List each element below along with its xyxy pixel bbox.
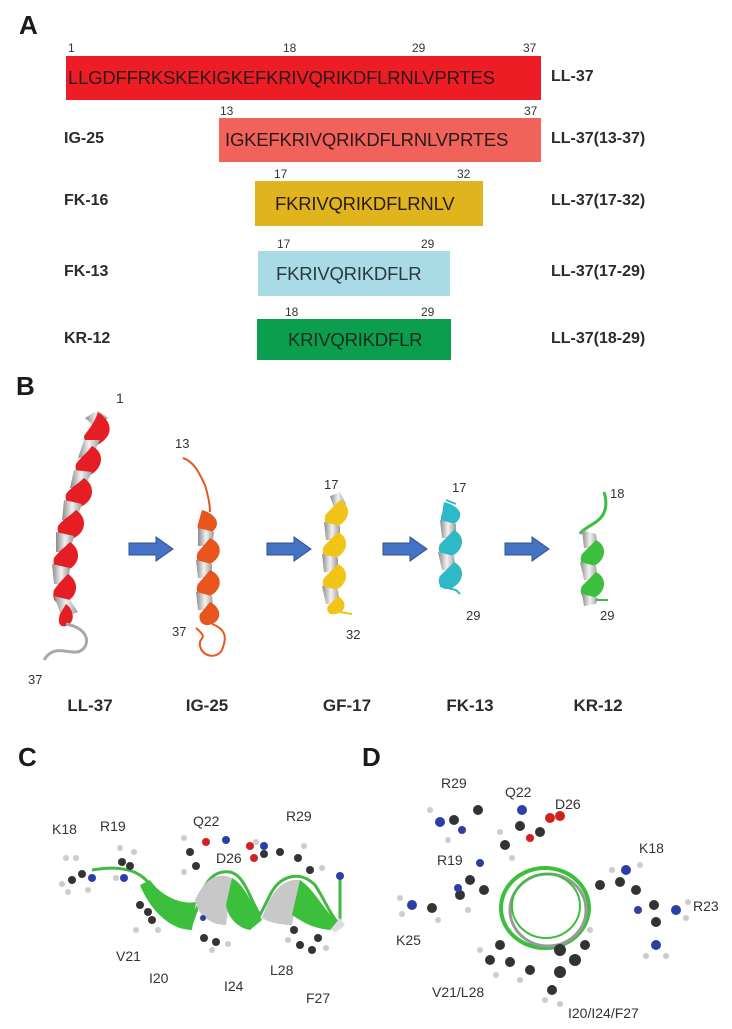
ig25-sequence-bar: IGKEFKRIVQRIKDFLRNLVPRTES <box>219 118 541 162</box>
residue-label: Q22 <box>193 813 220 829</box>
position-mark: 18 <box>283 41 297 55</box>
arrow-right-icon <box>266 536 312 562</box>
residue-label: K18 <box>52 821 77 837</box>
position-mark: 32 <box>457 167 471 181</box>
residue-label: V21 <box>116 948 141 964</box>
position-mark: 29 <box>412 41 426 55</box>
start-residue-label: 1 <box>116 390 124 406</box>
structure-name: GF-17 <box>322 696 372 715</box>
position-mark: 18 <box>285 305 299 319</box>
residue-label: D26 <box>216 850 242 866</box>
structure-name: FK-13 <box>446 696 494 715</box>
ll37-sequence-bar: LLGDFFRKSKEKIGKEFKRIVQRIKDFLRNLVPRTES <box>66 56 541 100</box>
panel-c-letter: C <box>18 742 37 772</box>
peptide-name-left: KR-12 <box>64 330 111 347</box>
residue-label: I20 <box>149 970 169 986</box>
start-residue-label: 18 <box>610 486 625 501</box>
peptide-name-left: FK-13 <box>64 263 109 280</box>
position-mark: 13 <box>220 104 234 118</box>
peptide-name-right: LL-37 <box>551 68 594 85</box>
position-mark: 37 <box>523 41 537 55</box>
position-mark: 37 <box>524 104 538 118</box>
residue-label: K25 <box>396 932 421 948</box>
residue-label: R23 <box>693 898 719 914</box>
sequence-text: FKRIVQRIKDFLR <box>276 262 422 284</box>
end-residue-label: 37 <box>28 672 43 687</box>
residue-label: R29 <box>286 808 312 824</box>
position-mark: 17 <box>277 237 291 251</box>
panel-b-letter: B <box>16 371 35 401</box>
residue-label: L28 <box>270 962 294 978</box>
end-residue-label: 37 <box>172 624 187 639</box>
arrow-right-icon <box>382 536 428 562</box>
start-residue-label: 17 <box>324 477 339 492</box>
fk13-sequence-bar: FKRIVQRIKDFLR <box>258 251 450 296</box>
panel-a-letter: A <box>19 10 38 40</box>
position-mark: 29 <box>421 237 435 251</box>
fk16-sequence-bar: FKRIVQRIKDFLRNLV <box>255 181 483 226</box>
sequence-text: IGKEFKRIVQRIKDFLRNLVPRTES <box>225 129 509 150</box>
residue-label: K18 <box>639 840 664 856</box>
arrow-right-icon <box>504 536 550 562</box>
residue-label: R29 <box>441 775 467 791</box>
position-mark: 29 <box>421 305 435 319</box>
end-residue-label: 29 <box>466 608 481 623</box>
end-residue-label: 29 <box>600 608 615 623</box>
residue-label: F27 <box>306 990 331 1006</box>
panel-d-letter: D <box>362 742 381 772</box>
residue-label: D26 <box>555 796 581 812</box>
arrow-right-icon <box>128 536 174 562</box>
end-residue-label: 32 <box>346 627 361 642</box>
position-mark: 17 <box>274 167 288 181</box>
peptide-name-right: LL-37(17-32) <box>551 192 646 209</box>
start-residue-label: 17 <box>452 480 467 495</box>
peptide-name-left: FK-16 <box>64 192 109 209</box>
residue-label: R19 <box>437 852 463 868</box>
residue-label: Q22 <box>505 784 532 800</box>
structure-name: IG-25 <box>185 696 229 715</box>
residue-label: I20/I24/F27 <box>568 1005 639 1021</box>
position-mark: 1 <box>68 41 75 55</box>
structure-name: KR-12 <box>573 696 623 715</box>
residue-label: V21/L28 <box>432 984 485 1000</box>
peptide-name-left: IG-25 <box>64 130 105 147</box>
structure-name: LL-37 <box>67 696 113 715</box>
start-residue-label: 13 <box>175 436 190 451</box>
sequence-text: KRIVQRIKDFLR <box>288 328 423 350</box>
peptide-name-right: LL-37(13-37) <box>551 130 646 147</box>
peptide-name-right: LL-37(18-29) <box>551 330 646 347</box>
residue-label: I24 <box>224 978 244 994</box>
sequence-text: FKRIVQRIKDFLRNLV <box>275 192 455 214</box>
kr12-sequence-bar: KRIVQRIKDFLR <box>257 319 451 360</box>
sequence-text: LLGDFFRKSKEKIGKEFKRIVQRIKDFLRNLVPRTES <box>68 67 495 88</box>
residue-label: R19 <box>100 818 126 834</box>
peptide-name-right: LL-37(17-29) <box>551 263 646 280</box>
